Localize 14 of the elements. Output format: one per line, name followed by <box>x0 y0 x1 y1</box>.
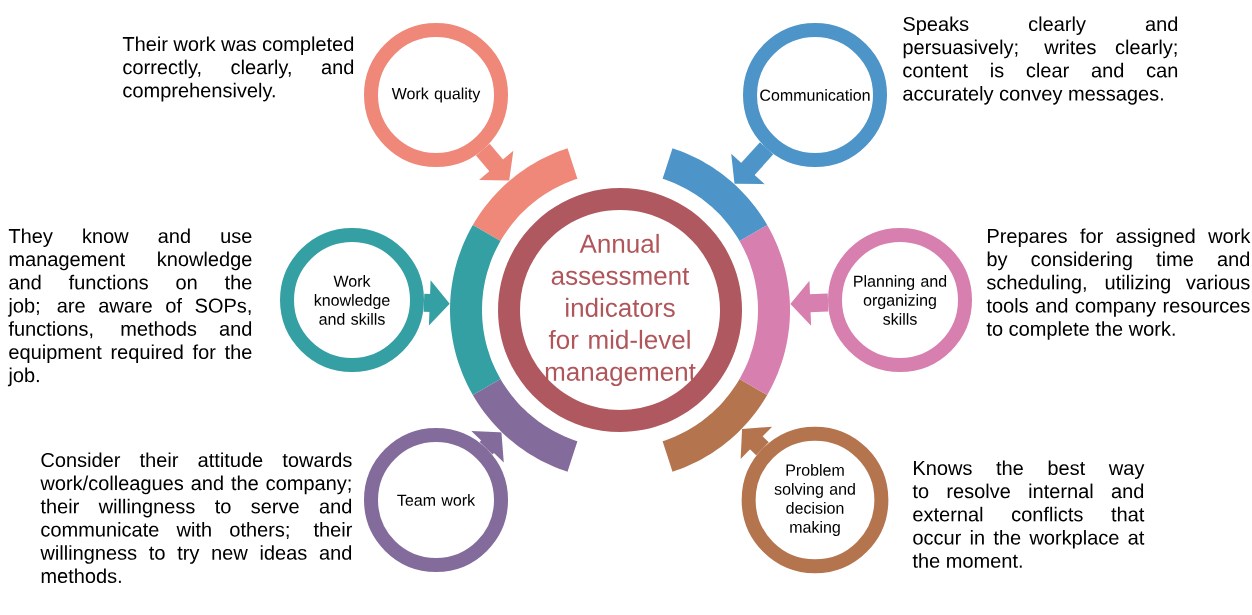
arrow <box>476 143 514 181</box>
description-text: Prepares for assigned work by considering time and scheduling, utilizing various tools and company resources to complete the work. <box>986 228 1251 340</box>
description-text: Their work was completed correctly, clearly, and comprehensively. <box>122 36 354 102</box>
circle-node: Planning and organizing skills <box>828 228 972 372</box>
description-text: Knows the best way to resolve internal and external conflicts that occur in the workplace at the moment. <box>912 460 1145 568</box>
description-text: Consider their attitude towards work/colleagues and the company; their willingness to serve and communicate with others; their willingness to try new ideas and methods. <box>40 452 353 584</box>
circle-node: Work quality <box>364 23 508 167</box>
description-text: They know and use management knowledge and functions on the job; are aware of SOPs, functions, methods and equipment required for the job. <box>7 228 252 387</box>
circle-node: Problem solving and decision making <box>741 426 889 574</box>
circle-node: Communication <box>743 23 887 167</box>
description-text: Speaks clearly and persuasively; writes clearly; content is clear and can accurately convey messages. <box>903 16 1178 105</box>
circle-node: Team work <box>364 428 508 572</box>
circle-node: Work knowledge and skills <box>280 228 424 372</box>
arrow <box>731 142 774 185</box>
